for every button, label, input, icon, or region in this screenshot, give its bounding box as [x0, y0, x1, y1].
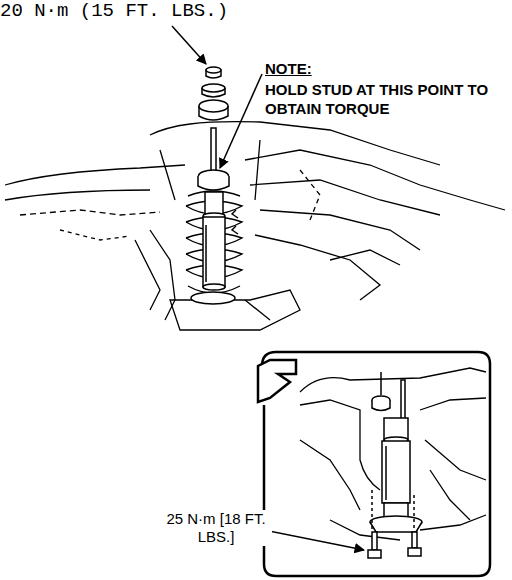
lower-arm — [300, 368, 486, 540]
leader-arrow — [172, 26, 206, 64]
view-arrow — [258, 360, 296, 402]
note-text: HOLD STUD AT THIS POINT TO OBTAIN TORQUE — [265, 80, 497, 118]
shock-absorber — [191, 192, 235, 304]
torque-spec: 25 N·m [18 FT. LBS.] — [160, 510, 272, 546]
leader-arrow — [220, 74, 262, 168]
inset-frame — [262, 352, 490, 576]
torque-spec: 20 N·m (15 FT. LBS.) — [0, 0, 240, 22]
note-heading: NOTE: — [265, 60, 312, 78]
vehicle-frame — [5, 122, 505, 330]
upper-mount — [198, 67, 229, 190]
coil-spring — [186, 191, 242, 293]
inset-shock — [368, 372, 422, 558]
